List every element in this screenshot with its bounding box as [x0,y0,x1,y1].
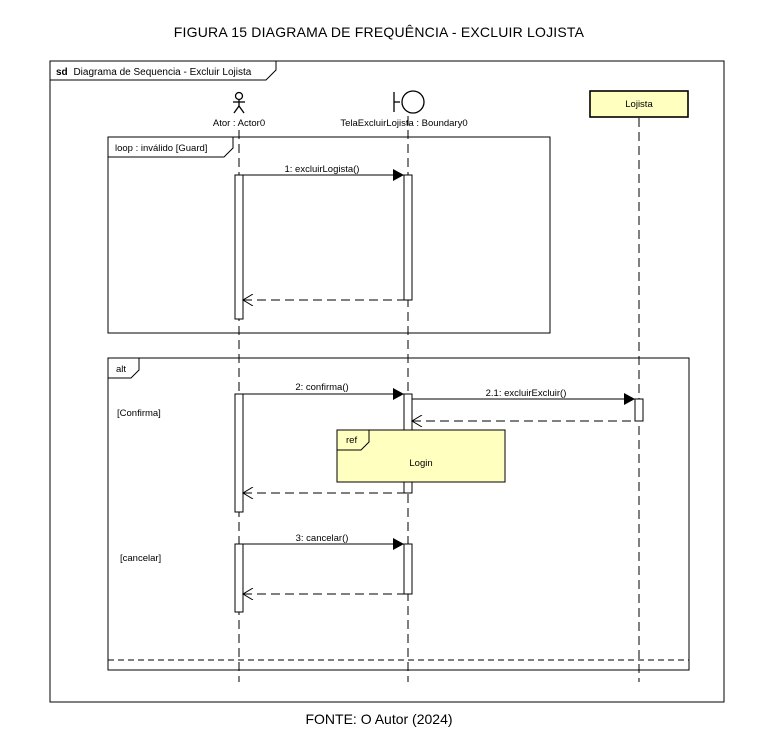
actor-activation-1 [234,174,244,320]
guard-cancelar: [cancelar] [120,553,161,564]
message-3: 3: cancelar() [243,533,404,550]
actor-activation-3 [234,543,244,613]
figure-source: FONTE: O Autor (2024) [305,711,453,727]
ref-name: Login [409,458,432,469]
entity-name: Lojista [625,99,653,110]
message-2-1: 2.1: excluirExcluir() [412,388,635,405]
boundary-activation-1 [403,174,413,301]
ref-keyword: ref [346,435,357,446]
guard-confirma: [Confirma] [117,408,161,419]
loop-fragment: loop : inválido [Guard] [107,136,551,334]
entity-participant: Lojista [589,90,689,118]
message-2-1-label: 2.1: excluirExcluir() [486,388,567,399]
entity-activation [634,398,644,422]
ref-fragment: ref Login [336,429,506,483]
figure-title: FIGURA 15 DIAGRAMA DE FREQUÊNCIA - EXCLU… [173,24,585,40]
alt-fragment: alt [Confirma] [cancelar] [107,357,690,671]
boundary-name: TelaExcluirLojista : Boundary0 [340,118,467,129]
loop-label: loop : inválido [Guard] [115,143,207,154]
alt-label: alt [116,364,126,375]
message-2-label: 2: confirma() [295,382,348,393]
message-2: 2: confirma() [243,382,404,400]
boundary-participant: TelaExcluirLojista : Boundary0 [340,90,468,129]
actor-participant: Ator : Actor0 [213,91,265,129]
boundary-icon [393,90,425,114]
sd-frame: sd Diagrama de Sequencia - Excluir Lojis… [49,60,725,703]
message-1-label: 1: excluirLogista() [285,164,360,175]
actor-name: Ator : Actor0 [213,118,265,129]
actor-activation-2 [234,393,244,513]
sd-frame-label: sd Diagrama de Sequencia - Excluir Lojis… [56,67,252,78]
message-3-label: 3: cancelar() [296,533,349,544]
boundary-activation-3 [403,543,413,595]
actor-stick-figure-icon [233,91,245,114]
message-1: 1: excluirLogista() [243,164,404,181]
